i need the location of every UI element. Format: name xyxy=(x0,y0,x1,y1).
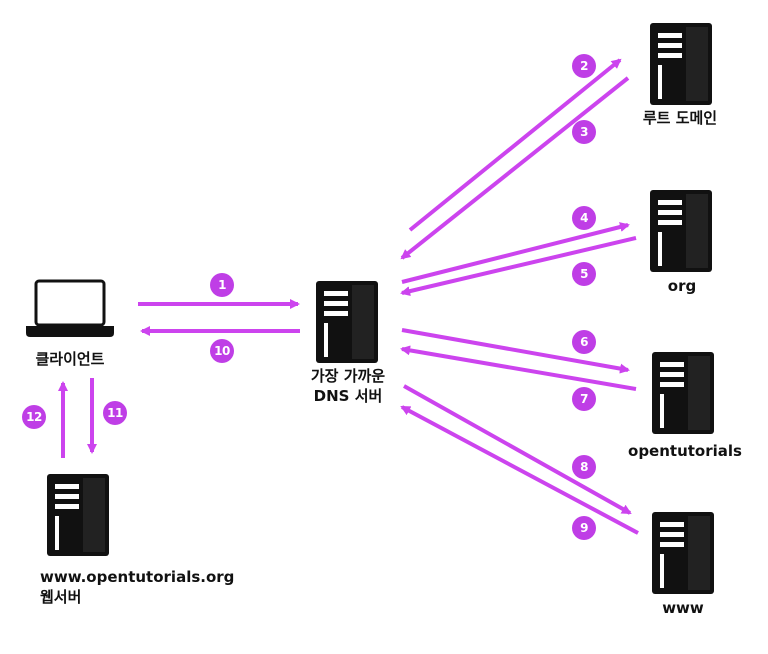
webserver-label: www.opentutorials.org 웹서버 xyxy=(40,567,234,607)
step-badge-10: 10 xyxy=(210,339,234,363)
arrow-5 xyxy=(400,236,637,297)
webserver-label-line1: www.opentutorials.org xyxy=(40,568,235,586)
arrow-2 xyxy=(408,58,622,232)
step-badge-8: 8 xyxy=(572,455,596,479)
arrow-9 xyxy=(400,405,639,535)
client-label: 클라이언트 xyxy=(35,350,105,368)
org-server-icon xyxy=(650,190,712,272)
opentutorials-server-icon xyxy=(652,352,714,434)
www-label: www xyxy=(662,599,704,617)
dns-label: 가장 가까운 DNS 서버 xyxy=(290,366,406,406)
step-badge-5: 5 xyxy=(572,262,596,286)
root-server-icon xyxy=(650,23,712,105)
step-badge-2: 2 xyxy=(572,54,596,78)
laptop-icon xyxy=(26,279,114,337)
dns-label-line2: DNS 서버 xyxy=(313,387,383,405)
arrows xyxy=(58,58,639,535)
step-badge-12: 12 xyxy=(22,405,46,429)
arrow-3 xyxy=(400,76,630,260)
arrow-8 xyxy=(403,384,632,515)
dns-server-icon xyxy=(316,281,378,363)
step-badge-9: 9 xyxy=(572,516,596,540)
step-badge-4: 4 xyxy=(572,206,596,230)
root-label: 루트 도메인 xyxy=(642,109,718,127)
www-server-icon xyxy=(652,512,714,594)
opentutorials-label: opentutorials xyxy=(628,442,742,460)
arrow-7 xyxy=(400,345,637,391)
arrow-6 xyxy=(401,328,630,374)
step-badge-11: 11 xyxy=(103,401,127,425)
webserver-label-line2: 웹서버 xyxy=(40,588,82,606)
arrow-4 xyxy=(401,222,630,284)
step-badge-7: 7 xyxy=(572,387,596,411)
step-badge-1: 1 xyxy=(210,273,234,297)
step-badge-6: 6 xyxy=(572,330,596,354)
dns-label-line1: 가장 가까운 xyxy=(310,367,386,385)
web-server-icon xyxy=(47,474,109,556)
org-label: org xyxy=(667,277,697,295)
step-badge-3: 3 xyxy=(572,120,596,144)
